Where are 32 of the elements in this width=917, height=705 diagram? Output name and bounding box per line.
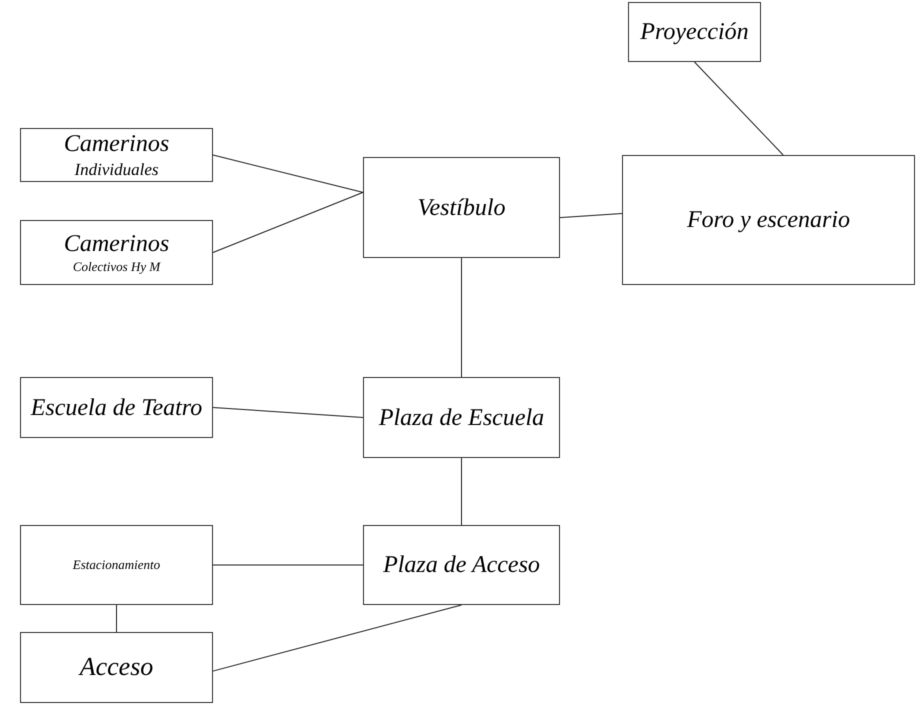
connector-line bbox=[212, 192, 364, 253]
connector-line bbox=[461, 458, 462, 526]
box-label: Escuela de Teatro bbox=[30, 394, 202, 422]
box-label: Camerinos bbox=[64, 130, 170, 160]
box bbox=[20, 525, 213, 605]
box-label: Proyección bbox=[640, 18, 749, 47]
box-label: Plaza de Escuela bbox=[378, 404, 544, 432]
box bbox=[363, 157, 560, 258]
box-label: Acceso bbox=[80, 651, 154, 684]
connector-line bbox=[212, 407, 364, 418]
box bbox=[622, 155, 915, 285]
connector-line bbox=[212, 154, 364, 193]
box bbox=[20, 632, 213, 703]
box bbox=[20, 128, 213, 182]
box bbox=[363, 377, 560, 458]
box-label: Colectivos Hy M bbox=[72, 259, 160, 276]
box-label: Individuales bbox=[74, 159, 159, 181]
box bbox=[628, 2, 761, 62]
box-label: Foro y escenario bbox=[686, 206, 850, 235]
box bbox=[363, 525, 560, 605]
box bbox=[20, 377, 213, 438]
box-label: Camerinos bbox=[64, 230, 170, 260]
box bbox=[20, 220, 213, 285]
connector-line bbox=[116, 604, 117, 632]
box-label: Plaza de Acceso bbox=[383, 551, 540, 580]
box-label: Vestíbulo bbox=[418, 194, 506, 222]
connector-line bbox=[694, 62, 784, 156]
connector-line bbox=[461, 258, 462, 378]
connector-line bbox=[560, 213, 622, 218]
box-label: Estacionamiento bbox=[72, 556, 160, 574]
connector-line bbox=[212, 564, 364, 566]
connector-line bbox=[212, 604, 462, 672]
